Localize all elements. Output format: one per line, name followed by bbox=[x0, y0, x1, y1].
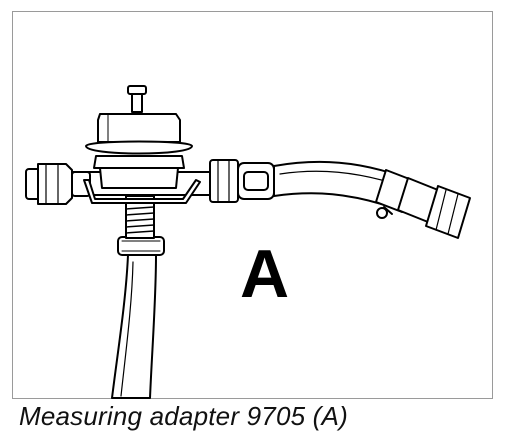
vacuum-hose-down bbox=[111, 254, 157, 399]
right-coupling bbox=[209, 159, 275, 203]
union-nut-left bbox=[25, 163, 91, 205]
callout-label: A bbox=[240, 236, 290, 312]
right-end-fitting bbox=[397, 177, 471, 239]
hose-clamp-bottom bbox=[117, 236, 165, 256]
figure-caption: Measuring adapter 9705 (A) bbox=[19, 401, 348, 431]
fuel-pressure-regulator bbox=[85, 85, 193, 189]
bracket bbox=[83, 179, 201, 204]
